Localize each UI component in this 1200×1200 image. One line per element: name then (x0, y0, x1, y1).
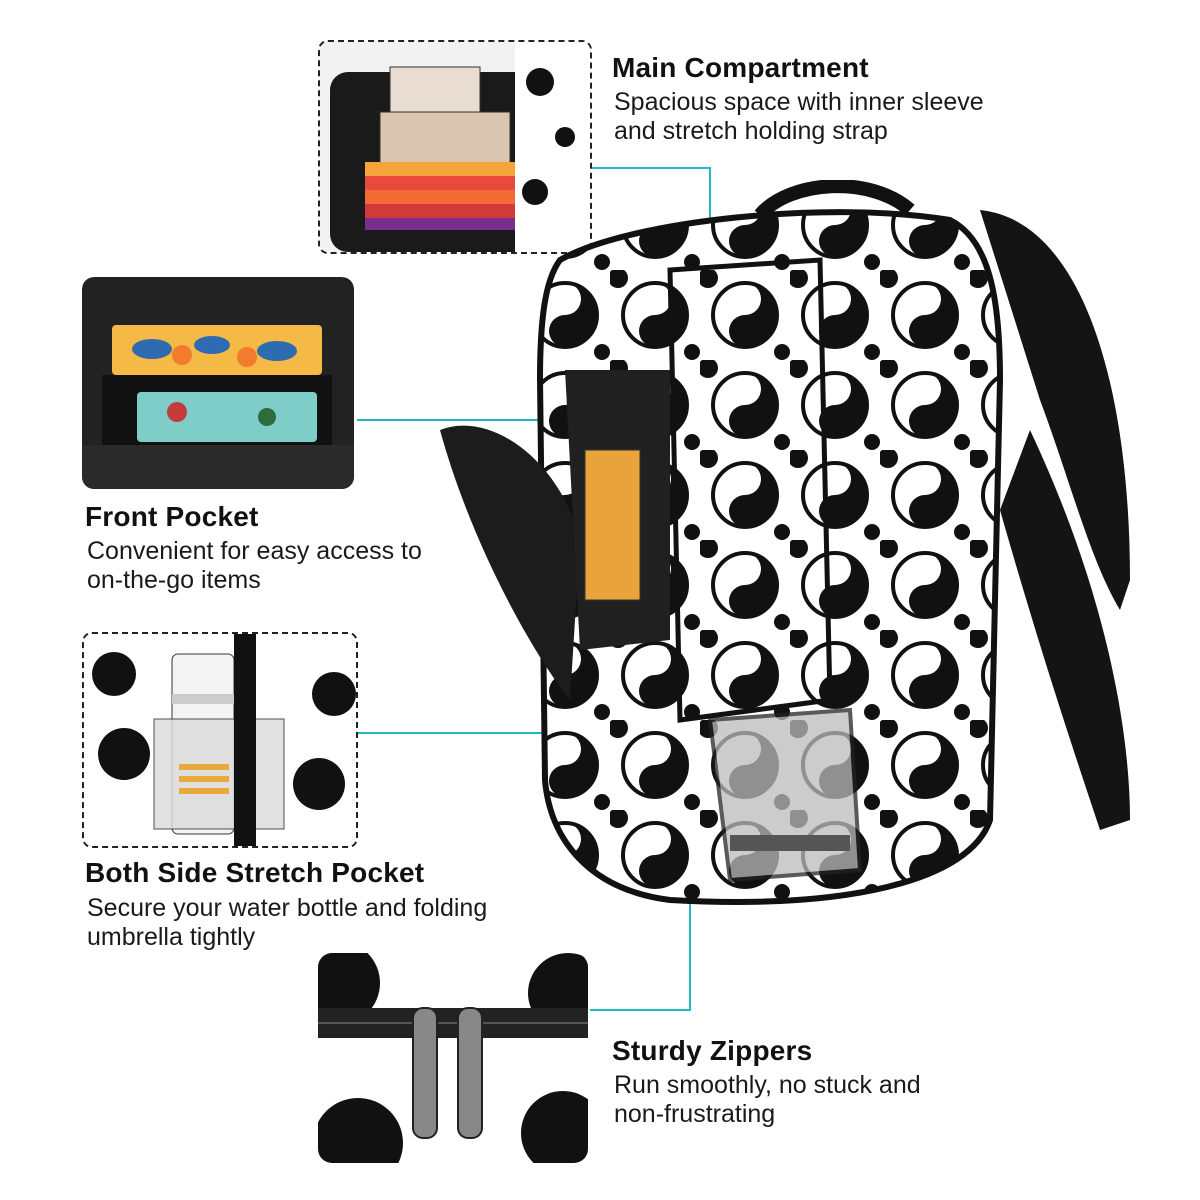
side-pocket-desc-line2: umbrella tightly (87, 923, 256, 951)
side-pocket-image (82, 632, 358, 848)
front-pocket-desc-line2: on-the-go items (87, 566, 261, 594)
side-pocket-title: Both Side Stretch Pocket (85, 857, 425, 888)
zippers-desc-line1: Run smoothly, no stuck and (614, 1071, 921, 1099)
side-pocket-description: Secure your water bottle and folding umb… (87, 894, 527, 952)
main-compartment-title: Main Compartment (612, 52, 869, 83)
backpack-image (440, 180, 1130, 905)
front-pocket-description: Convenient for easy access to on-the-go … (87, 537, 527, 595)
main-compartment-image (318, 40, 592, 254)
zippers-description: Run smoothly, no stuck and non-frustrati… (614, 1071, 1054, 1129)
front-pocket-title: Front Pocket (85, 501, 259, 532)
front-pocket-image (82, 277, 354, 489)
zippers-image (318, 953, 588, 1163)
main-compartment-description: Spacious space with inner sleeve and str… (614, 88, 1054, 146)
zippers-title: Sturdy Zippers (612, 1035, 813, 1066)
main-compartment-desc-line2: and stretch holding strap (614, 117, 888, 145)
zippers-desc-line2: non-frustrating (614, 1100, 776, 1128)
front-pocket-desc-line1: Convenient for easy access to (87, 537, 422, 565)
side-pocket-desc-line1: Secure your water bottle and folding (87, 894, 488, 922)
main-compartment-desc-line1: Spacious space with inner sleeve (614, 88, 984, 116)
